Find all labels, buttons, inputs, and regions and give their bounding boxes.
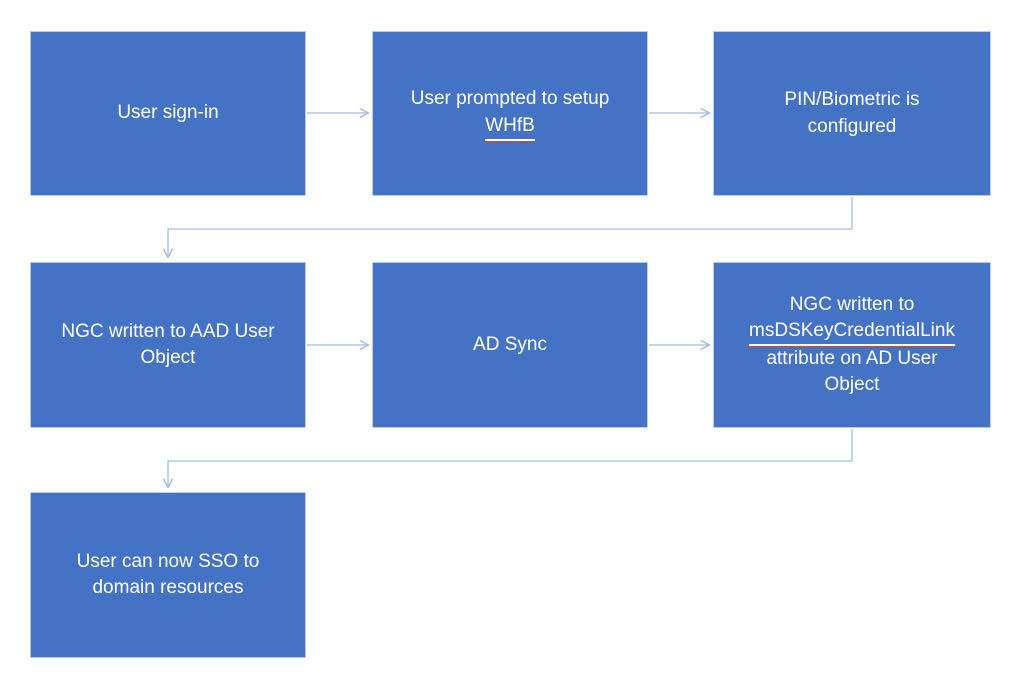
- label-text: User prompted to setup: [410, 88, 610, 110]
- misspelled-word-msdskeycredentiallink: msDSKeyCredentialLink: [749, 318, 955, 349]
- node-user-sign-in: User sign-in: [30, 31, 306, 196]
- node-label: User sign-in: [117, 102, 219, 124]
- node-label: User can now SSO to domain resources: [76, 550, 260, 598]
- node-pin-biometric-configured: PIN/Biometric is configured: [713, 31, 991, 196]
- connector-pin-to-ngcaad-elbow: [168, 197, 853, 257]
- node-ngc-written-msds: NGC written to msDSKeyCredentialLink att…: [713, 262, 991, 428]
- node-ad-sync: AD Sync: [372, 262, 648, 428]
- node-user-sso-domain: User can now SSO to domain resources: [30, 492, 306, 658]
- misspelled-word-whfb: WHfB: [485, 113, 535, 143]
- node-label: AD Sync: [473, 333, 547, 355]
- connector-ngcmsds-to-sso-elbow: [168, 429, 853, 487]
- label-text: NGC written to: [789, 293, 915, 315]
- node-label: NGC written to AAD User Object: [61, 320, 275, 368]
- label-text: attribute on AD User Object: [766, 348, 938, 396]
- node-ngc-written-aad: NGC written to AAD User Object: [30, 262, 306, 428]
- node-user-prompted-whfb: User prompted to setup WHfB: [372, 31, 648, 196]
- node-label: PIN/Biometric is configured: [784, 89, 920, 137]
- node-label: NGC written to msDSKeyCredentialLink att…: [745, 292, 959, 399]
- node-label: User prompted to setup WHfB: [403, 86, 617, 143]
